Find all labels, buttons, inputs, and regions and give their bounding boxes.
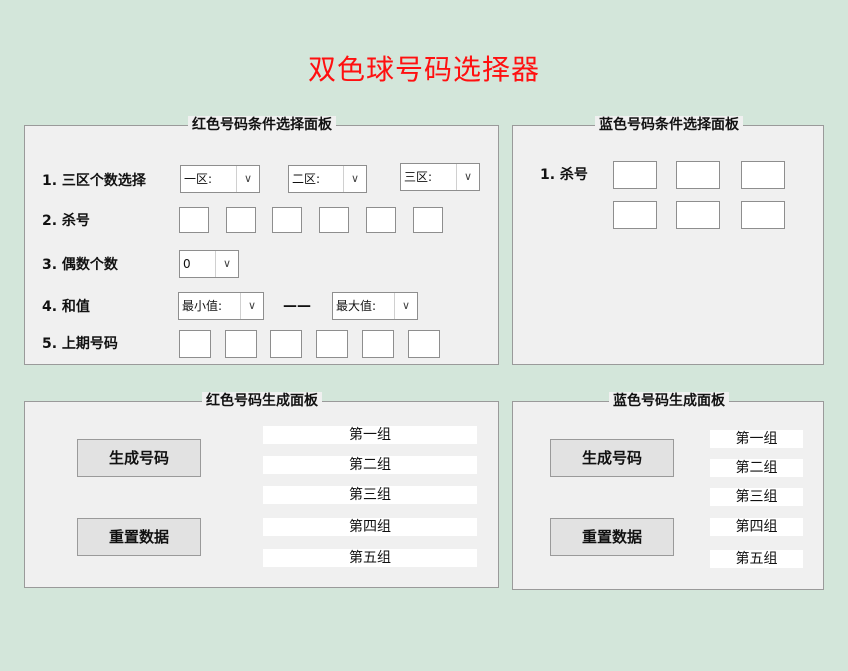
sum-max-value: 最大值: (336, 299, 377, 313)
red-group-4: 第四组 (263, 518, 477, 536)
blue-gen-panel-title: 蓝色号码生成面板 (609, 392, 729, 410)
red-kill-input-6[interactable] (413, 207, 443, 233)
blue-reset-button[interactable]: 重置数据 (550, 518, 674, 556)
blue-group-3: 第三组 (710, 488, 803, 506)
chevron-down-icon: ∨ (343, 166, 366, 192)
blue-group-1: 第一组 (710, 430, 803, 448)
even-count-label: 3. 偶数个数 (42, 257, 118, 273)
sum-max-select[interactable]: 最大值: ∨ (332, 292, 418, 320)
even-count-value: 0 (183, 257, 191, 271)
zone2-select-value: 二区: (292, 172, 321, 186)
blue-kill-input-1[interactable] (613, 161, 657, 189)
blue-kill-input-6[interactable] (741, 201, 785, 229)
red-gen-panel: 红色号码生成面板 生成号码 重置数据 第一组 第二组 第三组 第四组 第五组 (24, 392, 499, 588)
blue-kill-input-2[interactable] (676, 161, 720, 189)
sum-range-dash: —— (283, 298, 311, 314)
red-kill-label: 2. 杀号 (42, 213, 90, 229)
red-group-3: 第三组 (263, 486, 477, 504)
sum-min-select[interactable]: 最小值: ∨ (178, 292, 264, 320)
last-issue-input-1[interactable] (179, 330, 211, 358)
red-kill-input-1[interactable] (179, 207, 209, 233)
last-issue-input-4[interactable] (316, 330, 348, 358)
last-issue-input-6[interactable] (408, 330, 440, 358)
red-kill-input-2[interactable] (226, 207, 256, 233)
last-issue-input-2[interactable] (225, 330, 257, 358)
blue-kill-input-5[interactable] (676, 201, 720, 229)
red-kill-input-4[interactable] (319, 207, 349, 233)
red-kill-input-3[interactable] (272, 207, 302, 233)
blue-kill-input-4[interactable] (613, 201, 657, 229)
blue-generate-button[interactable]: 生成号码 (550, 439, 674, 477)
sum-label: 4. 和值 (42, 299, 90, 315)
red-group-1: 第一组 (263, 426, 477, 444)
red-reset-button[interactable]: 重置数据 (77, 518, 201, 556)
app-title: 双色球号码选择器 (307, 53, 540, 86)
blue-gen-panel: 蓝色号码生成面板 生成号码 重置数据 第一组 第二组 第三组 第四组 第五组 (512, 392, 824, 590)
zone2-select[interactable]: 二区: ∨ (288, 165, 367, 193)
blue-group-5: 第五组 (710, 550, 803, 568)
chevron-down-icon: ∨ (456, 164, 479, 190)
sum-min-value: 最小值: (182, 299, 223, 313)
red-condition-panel: 红色号码条件选择面板 1. 三区个数选择 一区: ∨ 二区: ∨ 三区: ∨ 2… (24, 116, 499, 365)
blue-group-2: 第二组 (710, 459, 803, 477)
zone3-select-value: 三区: (404, 170, 433, 184)
even-count-select[interactable]: 0 ∨ (179, 250, 239, 278)
last-issue-input-3[interactable] (270, 330, 302, 358)
zone1-select-value: 一区: (184, 172, 213, 186)
red-group-5: 第五组 (263, 549, 477, 567)
last-issue-input-5[interactable] (362, 330, 394, 358)
zone-count-label: 1. 三区个数选择 (42, 173, 146, 189)
red-condition-panel-title: 红色号码条件选择面板 (188, 116, 336, 134)
zone3-select[interactable]: 三区: ∨ (400, 163, 480, 191)
blue-condition-panel-title: 蓝色号码条件选择面板 (595, 116, 743, 134)
red-gen-panel-title: 红色号码生成面板 (202, 392, 322, 410)
chevron-down-icon: ∨ (236, 166, 259, 192)
red-kill-input-5[interactable] (366, 207, 396, 233)
chevron-down-icon: ∨ (215, 251, 238, 277)
zone1-select[interactable]: 一区: ∨ (180, 165, 260, 193)
chevron-down-icon: ∨ (240, 293, 263, 319)
blue-kill-label: 1. 杀号 (540, 167, 588, 183)
chevron-down-icon: ∨ (394, 293, 417, 319)
blue-group-4: 第四组 (710, 518, 803, 536)
blue-kill-input-3[interactable] (741, 161, 785, 189)
red-generate-button[interactable]: 生成号码 (77, 439, 201, 477)
red-group-2: 第二组 (263, 456, 477, 474)
last-issue-label: 5. 上期号码 (42, 336, 118, 352)
blue-condition-panel: 蓝色号码条件选择面板 1. 杀号 (512, 116, 824, 365)
